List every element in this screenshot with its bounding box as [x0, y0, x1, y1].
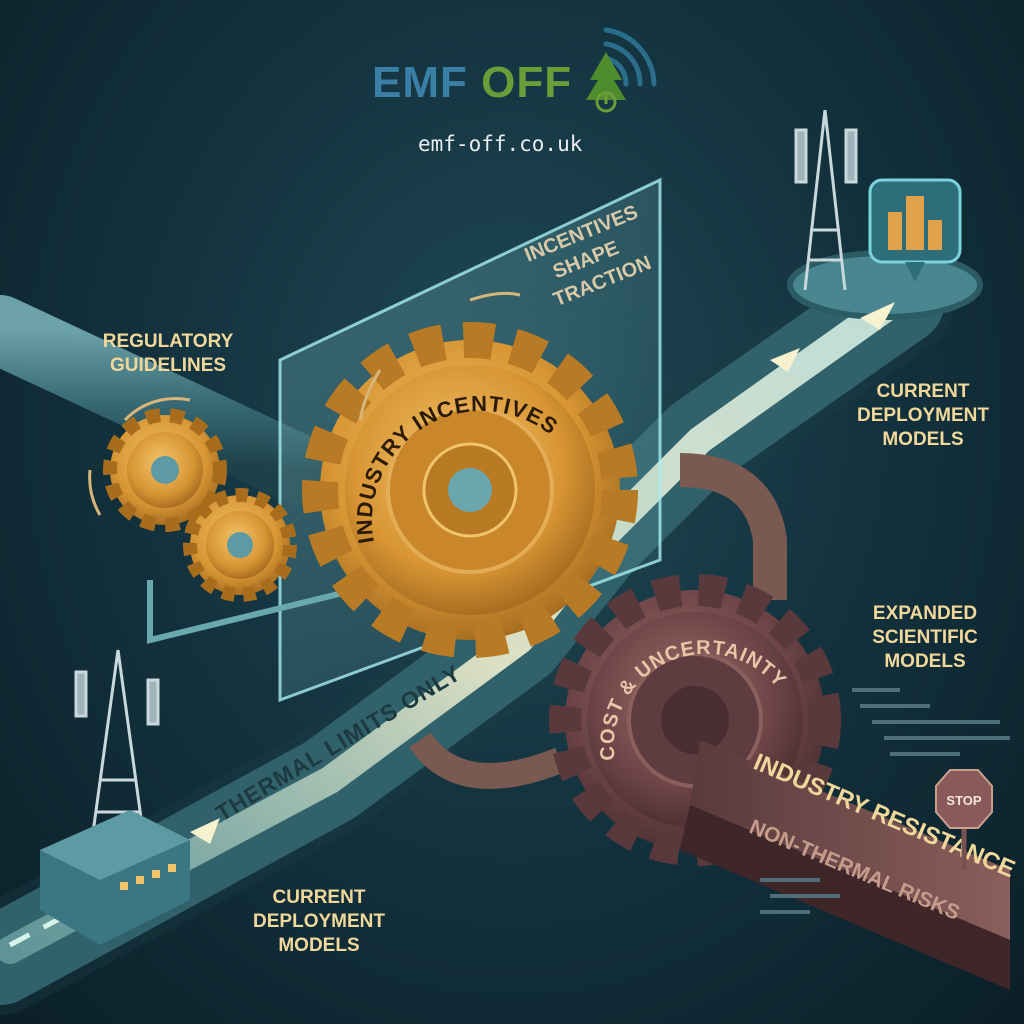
label-current-deployment-bottom: CURRENT DEPLOYMENT MODELS: [253, 887, 385, 956]
stop-sign-text: STOP: [946, 793, 981, 808]
label-current-deployment-top: CURRENT DEPLOYMENT MODELS: [857, 381, 989, 450]
industry-incentives-gear: INDUSTRY INCENTIVES: [302, 322, 638, 658]
city-pin-icon: [868, 178, 962, 282]
code-lines-decoration: [760, 688, 1010, 914]
tree-icon: [586, 52, 626, 113]
cell-tower-left-icon: [74, 649, 160, 841]
brand-url: emf-off.co.uk: [418, 132, 583, 156]
path-arrow-icon: [190, 302, 895, 844]
left-pipe: [0, 295, 335, 505]
regulatory-gear-small: [183, 488, 297, 602]
building-base-icon: [40, 810, 190, 945]
stop-sign-icon: STOP: [935, 769, 993, 870]
brand-logo: EMF OFF: [372, 58, 572, 108]
label-regulatory-guidelines: REGULATORY GUIDELINES: [102, 331, 234, 376]
brand-name-part2: OFF: [481, 58, 573, 107]
label-expanded-scientific-models: EXPANDED SCIENTIFIC MODELS: [872, 603, 978, 672]
brand-name-part1: EMF: [372, 58, 468, 107]
industry-resistance-beam: [680, 740, 1010, 990]
regulatory-gear-large: [103, 408, 227, 532]
connector-pipe: [679, 453, 787, 600]
cell-tower-right-icon: [794, 109, 858, 291]
